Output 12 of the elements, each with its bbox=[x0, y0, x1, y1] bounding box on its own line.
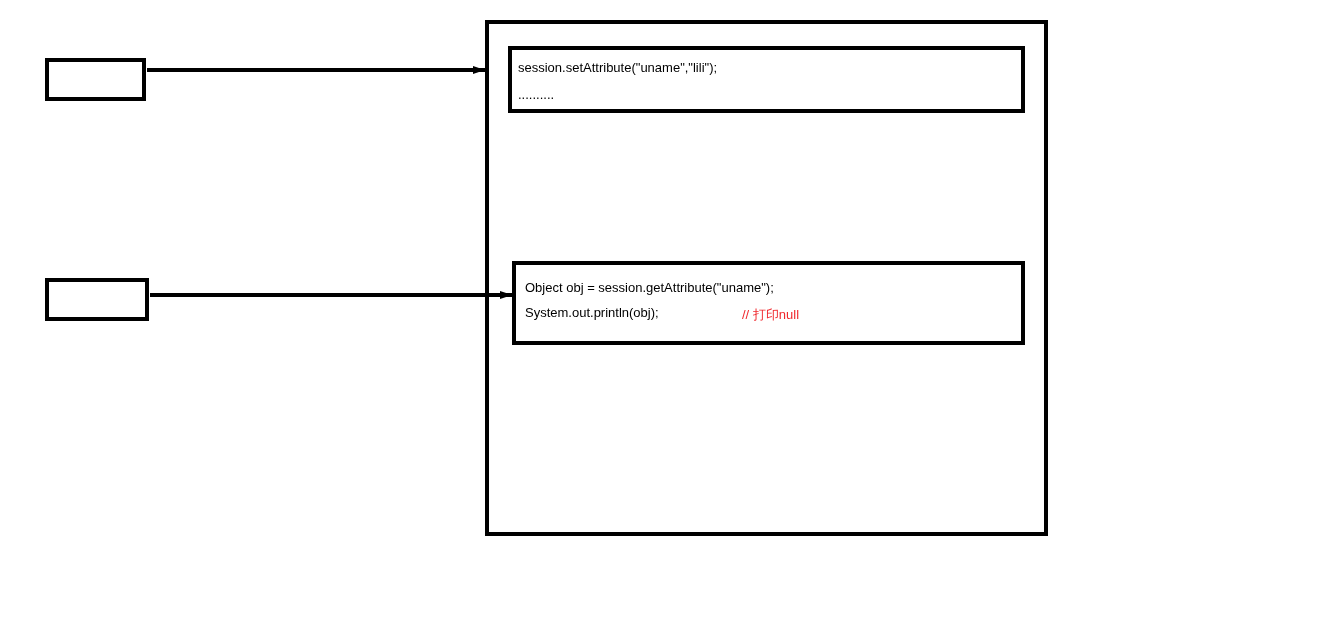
code-box bbox=[508, 46, 1025, 113]
comment-text: // 打印null bbox=[742, 307, 800, 323]
code-line: session.setAttribute("uname","lili"); bbox=[518, 60, 718, 76]
code-box bbox=[512, 261, 1025, 345]
code-line: System.out.println(obj); bbox=[525, 305, 659, 321]
container-box bbox=[485, 20, 1048, 536]
code-line: .......... bbox=[518, 87, 555, 103]
empty-box bbox=[45, 58, 146, 101]
arrow bbox=[147, 66, 485, 74]
arrow bbox=[150, 291, 512, 299]
empty-box bbox=[45, 278, 149, 321]
code-line: Object obj = session.getAttribute("uname"); bbox=[525, 280, 774, 296]
